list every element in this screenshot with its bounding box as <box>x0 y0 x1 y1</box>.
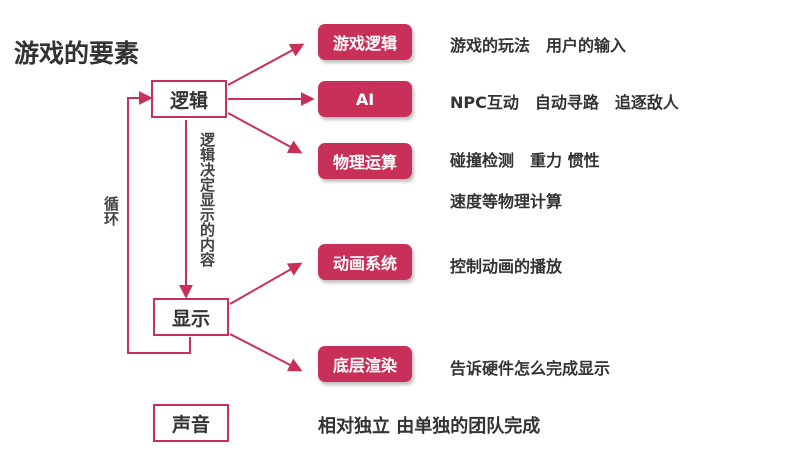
page-title: 游戏的要素 <box>14 39 140 68</box>
arrow-logic-to-game-logic <box>227 43 305 86</box>
arrow-loop <box>127 91 191 354</box>
module-physics: 物理运算 <box>318 143 412 179</box>
desc-animation: 控制动画的播放 <box>450 257 563 276</box>
desc-ai: NPC互动 自动寻路 追逐敌人 <box>450 93 679 112</box>
node-sound: 声音 <box>153 404 229 442</box>
arrow-display-to-animation <box>229 262 303 305</box>
edge-label-loop: 循环 <box>102 196 120 226</box>
desc-game-logic: 游戏的玩法 用户的输入 <box>450 36 627 55</box>
module-game-logic: 游戏逻辑 <box>318 24 412 60</box>
desc-physics-2: 速度等物理计算 <box>450 192 563 211</box>
module-rendering: 底层渲染 <box>318 346 412 382</box>
arrow-logic-to-physics <box>227 112 303 154</box>
module-animation: 动画系统 <box>318 244 412 280</box>
desc-rendering: 告诉硬件怎么完成显示 <box>450 359 611 378</box>
node-display: 显示 <box>153 298 229 336</box>
desc-physics: 碰撞检测 重力 惯性 <box>450 151 600 170</box>
node-logic: 逻辑 <box>151 80 227 118</box>
module-ai: AI <box>318 81 412 117</box>
desc-sound: 相对独立 由单独的团队完成 <box>318 416 541 437</box>
arrow-display-to-rendering <box>229 333 303 372</box>
edge-label-logic-to-display: 逻辑决定显示的内容 <box>198 132 216 267</box>
